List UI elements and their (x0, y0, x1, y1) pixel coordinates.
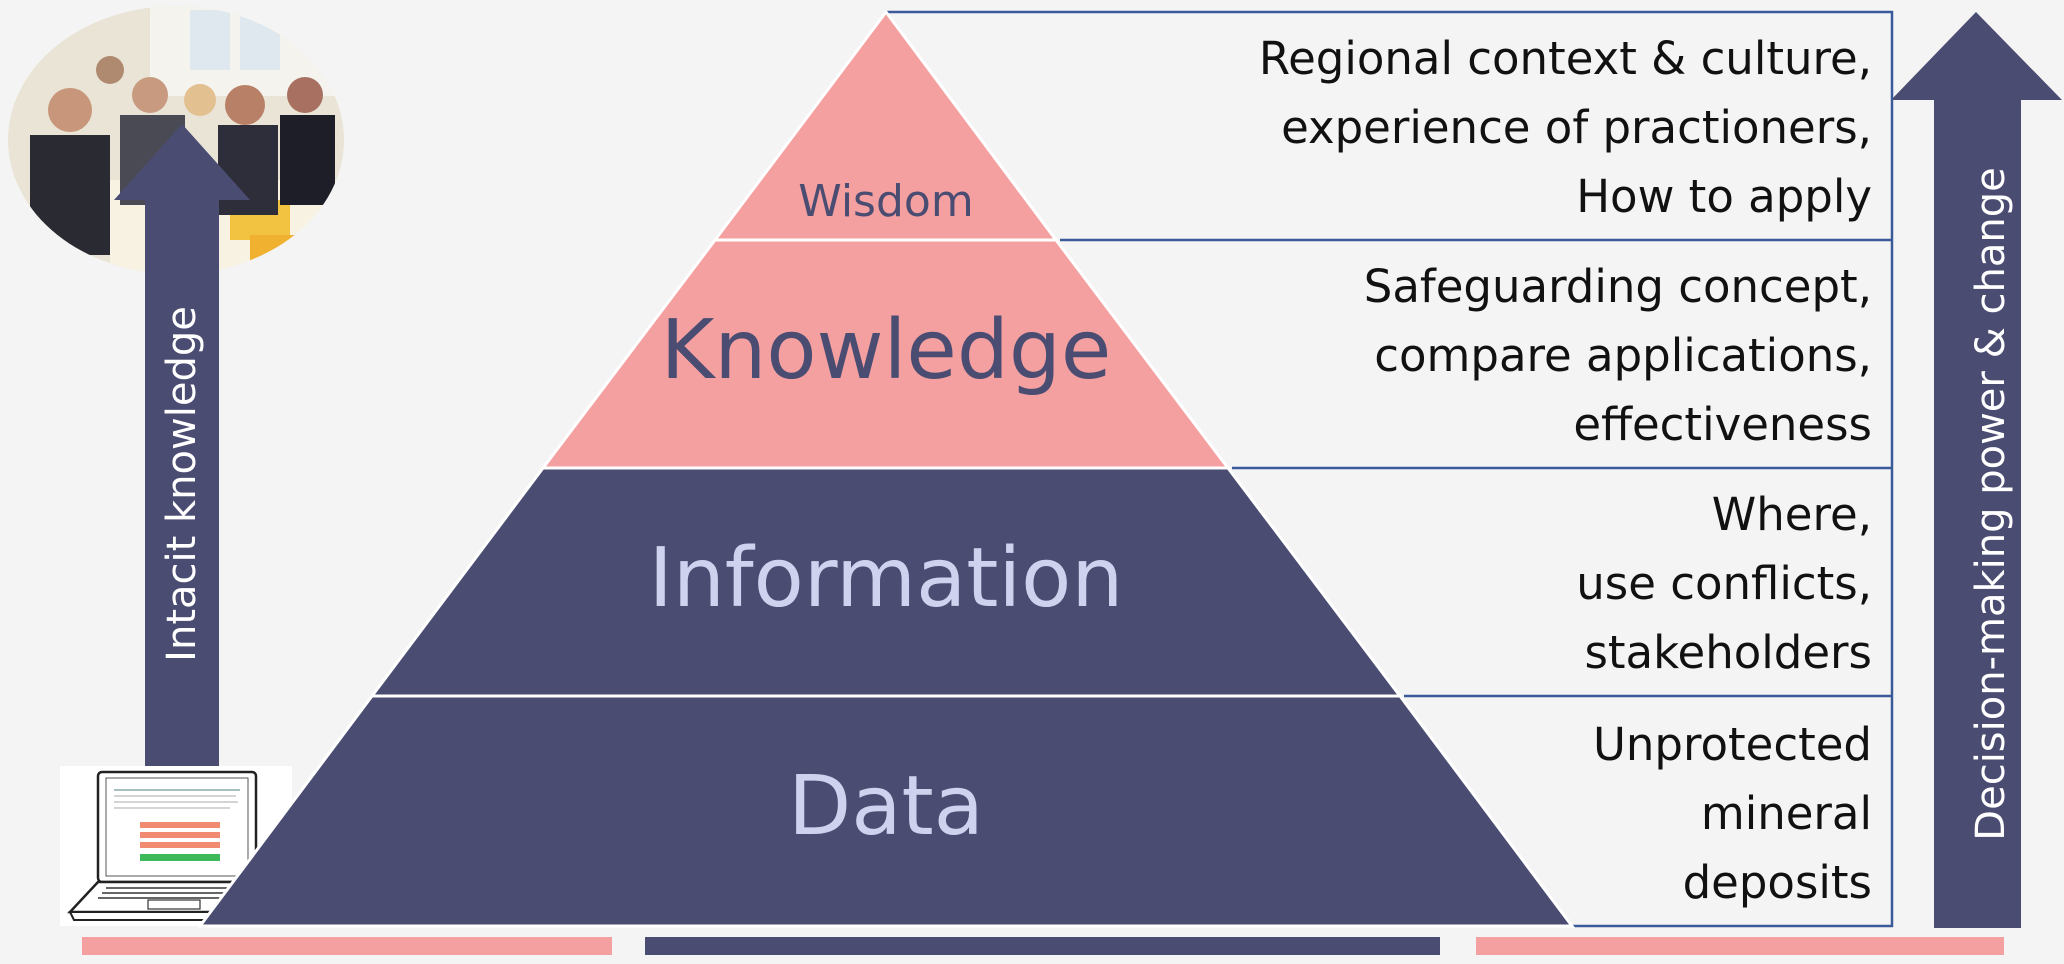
pyramid-label-information: Information (649, 531, 1124, 626)
decision-making-label: Decision-making power & change (1968, 167, 2014, 840)
footer-bar-right (1476, 937, 2004, 955)
wisdom-description-line-3: How to apply (1576, 170, 1872, 223)
knowledge-description-line-1: Safeguarding concept, (1364, 260, 1872, 313)
wisdom-description-line-1: Regional context & culture, (1259, 32, 1872, 85)
pyramid-label-wisdom: Wisdom (798, 176, 973, 227)
data-description-line-2: mineral (1701, 787, 1872, 840)
information-description-line-1: Where, (1712, 488, 1872, 541)
pyramid-tier-data (197, 694, 1575, 928)
data-description-line-3: deposits (1683, 856, 1872, 909)
tacit-knowledge-arrow (114, 124, 250, 766)
information-description-line-3: stakeholders (1584, 626, 1872, 679)
footer-bar-left (82, 937, 612, 955)
wisdom-description-line-2: experience of practioners, (1281, 101, 1872, 154)
tacit-knowledge-label: Intacit knowledge (159, 306, 205, 662)
decision-making-arrow (1891, 12, 2062, 928)
knowledge-description-line-3: effectiveness (1573, 398, 1872, 451)
knowledge-description-line-2: compare applications, (1374, 329, 1872, 382)
data-description-line-1: Unprotected (1593, 718, 1872, 771)
information-description-line-2: use conflicts, (1576, 557, 1872, 610)
footer-bar-center (645, 937, 1440, 955)
pyramid-label-data: Data (788, 759, 984, 854)
pyramid-label-knowledge: Knowledge (661, 303, 1112, 398)
